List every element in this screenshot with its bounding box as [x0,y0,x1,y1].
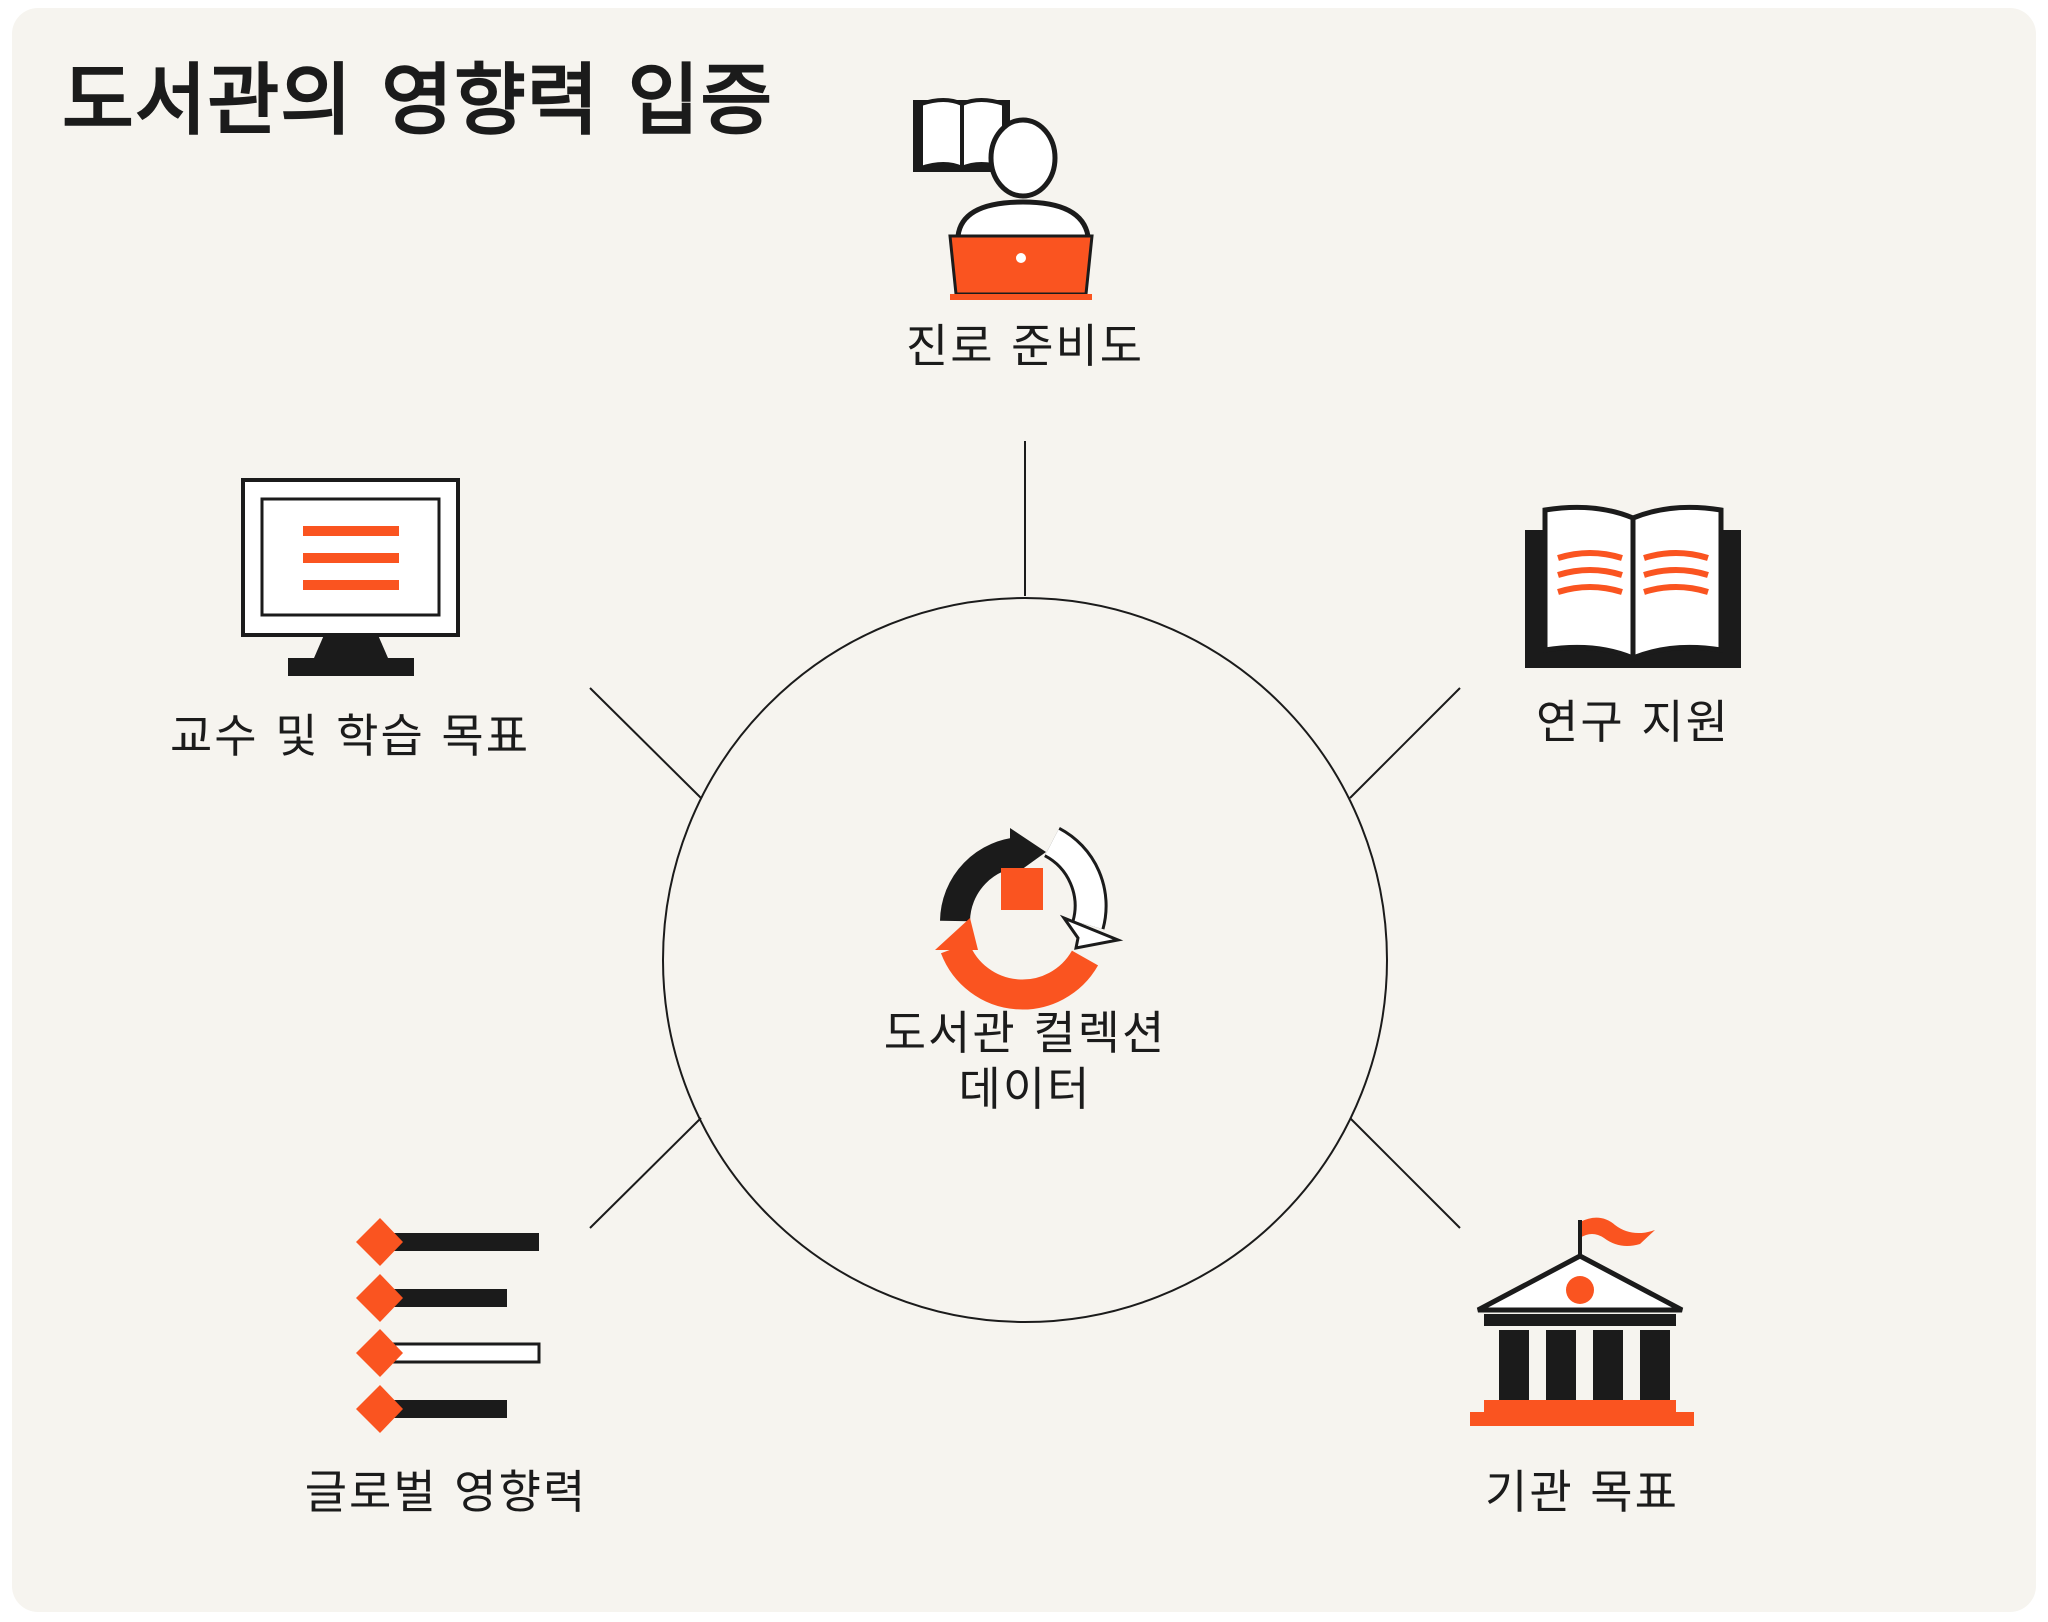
monitor-icon [241,478,460,676]
node-label-teaching: 교수 및 학습 목표 [169,709,531,763]
institution-building-icon [1470,1217,1694,1426]
node-label-global: 글로벌 영향력 [304,1465,588,1519]
center-label-line1: 도서관 컬렉션 [883,1006,1167,1060]
recycle-cycle-icon [935,826,1124,1010]
node-label-institution: 기관 목표 [1485,1465,1679,1519]
connector-global [589,1117,702,1229]
checklist-diamonds-icon [356,1218,541,1433]
center-label-line2: 데이터 [958,1062,1092,1116]
connector-institution [1349,1117,1461,1229]
page-title: 도서관의 영향력 입증 [62,56,774,146]
node-label-research: 연구 지원 [1536,695,1730,749]
center-label: 도서관 컬렉션 데이터 [884,1005,1167,1117]
person-laptop-book-icon [913,98,1094,300]
node-label-career: 진로 준비도 [905,319,1145,373]
open-book-icon [1525,504,1741,668]
connector-research [1349,687,1461,799]
center-circle [662,597,1388,1323]
connector-teaching [589,687,702,799]
